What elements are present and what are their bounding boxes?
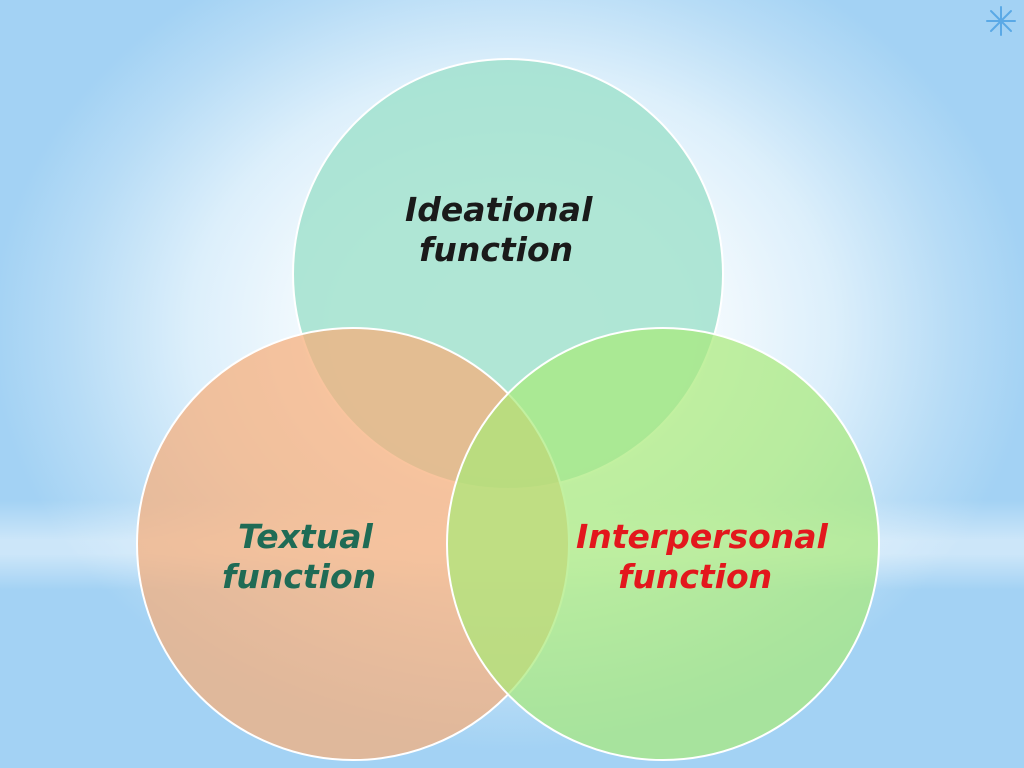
interpersonal-line-2: function [618, 557, 773, 596]
circle-interpersonal [446, 327, 880, 761]
textual-function-label: Textual function [222, 517, 376, 597]
interpersonal-function-label: Interpersonal function [576, 517, 828, 597]
ideational-function-label: Ideational function [405, 190, 592, 270]
textual-line-2: function [222, 557, 377, 596]
interpersonal-line-1: Interpersonal [576, 517, 828, 556]
asterisk-icon [986, 6, 1016, 36]
ideational-line-2: function [419, 230, 574, 269]
ideational-line-1: Ideational [405, 190, 593, 229]
textual-line-1: Textual [238, 517, 373, 556]
